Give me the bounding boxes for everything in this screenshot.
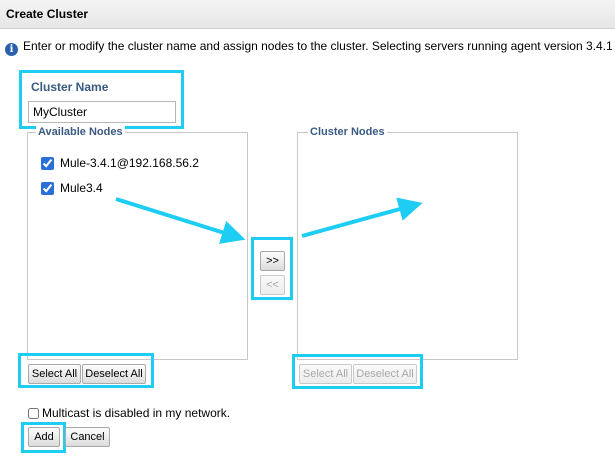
add-button-highlight (21, 422, 66, 453)
arrow-to-transfer (115, 197, 246, 244)
cancel-button[interactable]: Cancel (65, 427, 110, 447)
transfer-buttons-highlight (251, 237, 293, 300)
select-all-available-button[interactable]: Select All (28, 364, 81, 384)
node-checkbox[interactable] (41, 181, 54, 195)
cluster-nodes-legend: Cluster Nodes (308, 126, 387, 138)
node-item[interactable]: Mule-3.4.1@192.168.56.2 (41, 156, 199, 170)
multicast-checkbox[interactable] (28, 407, 39, 419)
cluster-nodes-panel (297, 132, 518, 360)
deselect-all-cluster-button[interactable]: Deselect All (353, 364, 417, 384)
multicast-option[interactable]: Multicast is disabled in my network. (28, 406, 230, 420)
info-text: Enter or modify the cluster name and ass… (23, 39, 613, 53)
cluster-select-highlight (292, 354, 423, 389)
add-button[interactable]: Add (28, 427, 60, 447)
dialog-title: Create Cluster (6, 7, 89, 21)
info-message: i Enter or modify the cluster name and as… (5, 39, 615, 56)
cluster-name-label: Cluster Name (31, 80, 109, 94)
select-all-cluster-button[interactable]: Select All (299, 364, 352, 384)
add-to-cluster-button[interactable]: >> (260, 251, 285, 271)
deselect-all-available-button[interactable]: Deselect All (82, 364, 146, 384)
info-icon: i (5, 43, 18, 56)
multicast-label: Multicast is disabled in my network. (42, 406, 231, 420)
remove-from-cluster-button[interactable]: << (260, 275, 285, 295)
arrow-to-cluster-nodes (301, 197, 423, 238)
node-item[interactable]: Mule3.4 (41, 181, 103, 195)
available-select-highlight (18, 353, 154, 388)
node-label: Mule-3.4.1@192.168.56.2 (60, 156, 199, 170)
dialog-header: Create Cluster (0, 0, 615, 29)
available-nodes-panel (27, 132, 248, 360)
node-label: Mule3.4 (60, 181, 103, 195)
node-checkbox[interactable] (41, 156, 54, 170)
cluster-name-input[interactable] (28, 101, 176, 123)
available-nodes-legend: Available Nodes (36, 126, 125, 138)
